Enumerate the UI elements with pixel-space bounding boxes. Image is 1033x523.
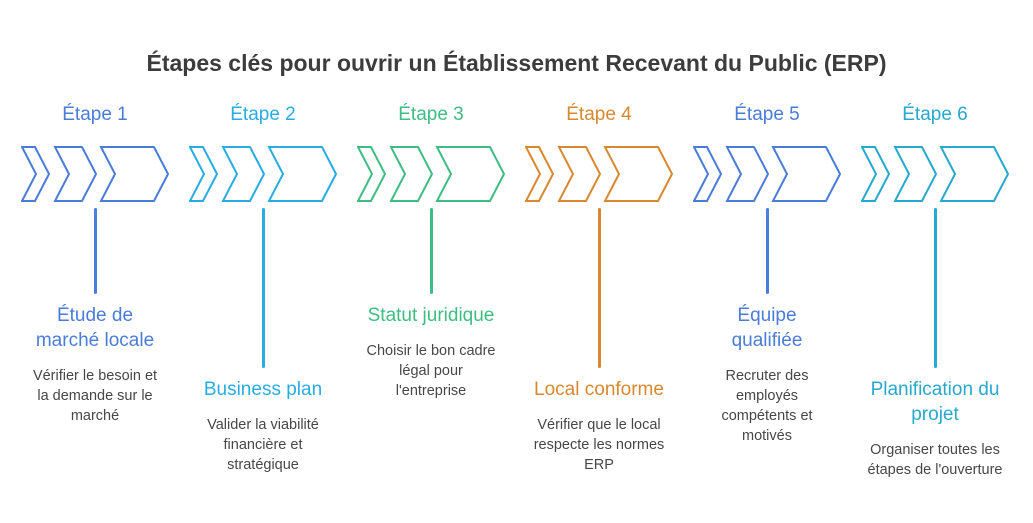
step-2-title: Business plan bbox=[203, 379, 323, 400]
step-6-title: Planification du projet bbox=[870, 379, 1000, 425]
step-column-5: Étape 5 Équipe qualifiée Recruter des em… bbox=[683, 103, 851, 480]
step-column-2: Étape 2 Business plan Valider la viabili… bbox=[179, 103, 347, 480]
step-4-label: Étape 4 bbox=[566, 104, 632, 125]
step-column-4: Étape 4 Local conforme Vérifier que le l… bbox=[515, 103, 683, 480]
step-column-6: Étape 6 Planification du projet Organise… bbox=[851, 103, 1019, 480]
chevron-arrows-icon bbox=[693, 146, 841, 202]
step-3-label: Étape 3 bbox=[398, 104, 464, 125]
steps-row: Étape 1 Étude de marché locale Vérifier … bbox=[11, 103, 1019, 480]
step-6-description: Organiser toutes les étapes de l'ouvertu… bbox=[867, 442, 1003, 478]
step-column-3: Étape 3 Statut juridique Choisir le bon … bbox=[347, 103, 515, 480]
step-5-title: Équipe qualifiée bbox=[731, 305, 803, 351]
step-3-title: Statut juridique bbox=[367, 305, 495, 326]
chevron-arrows-icon bbox=[21, 146, 169, 202]
step-column-1: Étape 1 Étude de marché locale Vérifier … bbox=[11, 103, 179, 480]
step-1-label: Étape 1 bbox=[62, 104, 128, 125]
step-4-title: Local conforme bbox=[534, 379, 664, 400]
step-5-label: Étape 5 bbox=[734, 104, 800, 125]
connector-line bbox=[933, 208, 937, 368]
page-title: Étapes clés pour ouvrir un Établissement… bbox=[146, 50, 887, 76]
step-2-description: Valider la viabilité financière et strat… bbox=[207, 417, 319, 473]
connector-line bbox=[765, 208, 769, 294]
chevron-arrows-icon bbox=[861, 146, 1009, 202]
step-3-description: Choisir le bon cadre légal pour l'entrep… bbox=[366, 343, 496, 399]
step-2-label: Étape 2 bbox=[230, 104, 296, 125]
connector-line bbox=[597, 208, 601, 368]
step-1-description: Vérifier le besoin et la demande sur le … bbox=[32, 368, 158, 424]
step-5-description: Recruter des employés compétents et moti… bbox=[721, 368, 813, 444]
step-6-label: Étape 6 bbox=[902, 104, 968, 125]
chevron-arrows-icon bbox=[525, 146, 673, 202]
chevron-arrows-icon bbox=[189, 146, 337, 202]
connector-line bbox=[93, 208, 97, 294]
connector-line bbox=[429, 208, 433, 294]
connector-line bbox=[261, 208, 265, 368]
step-1-title: Étude de marché locale bbox=[35, 305, 155, 351]
chevron-arrows-icon bbox=[357, 146, 505, 202]
step-4-description: Vérifier que le local respecte les norme… bbox=[533, 417, 665, 473]
